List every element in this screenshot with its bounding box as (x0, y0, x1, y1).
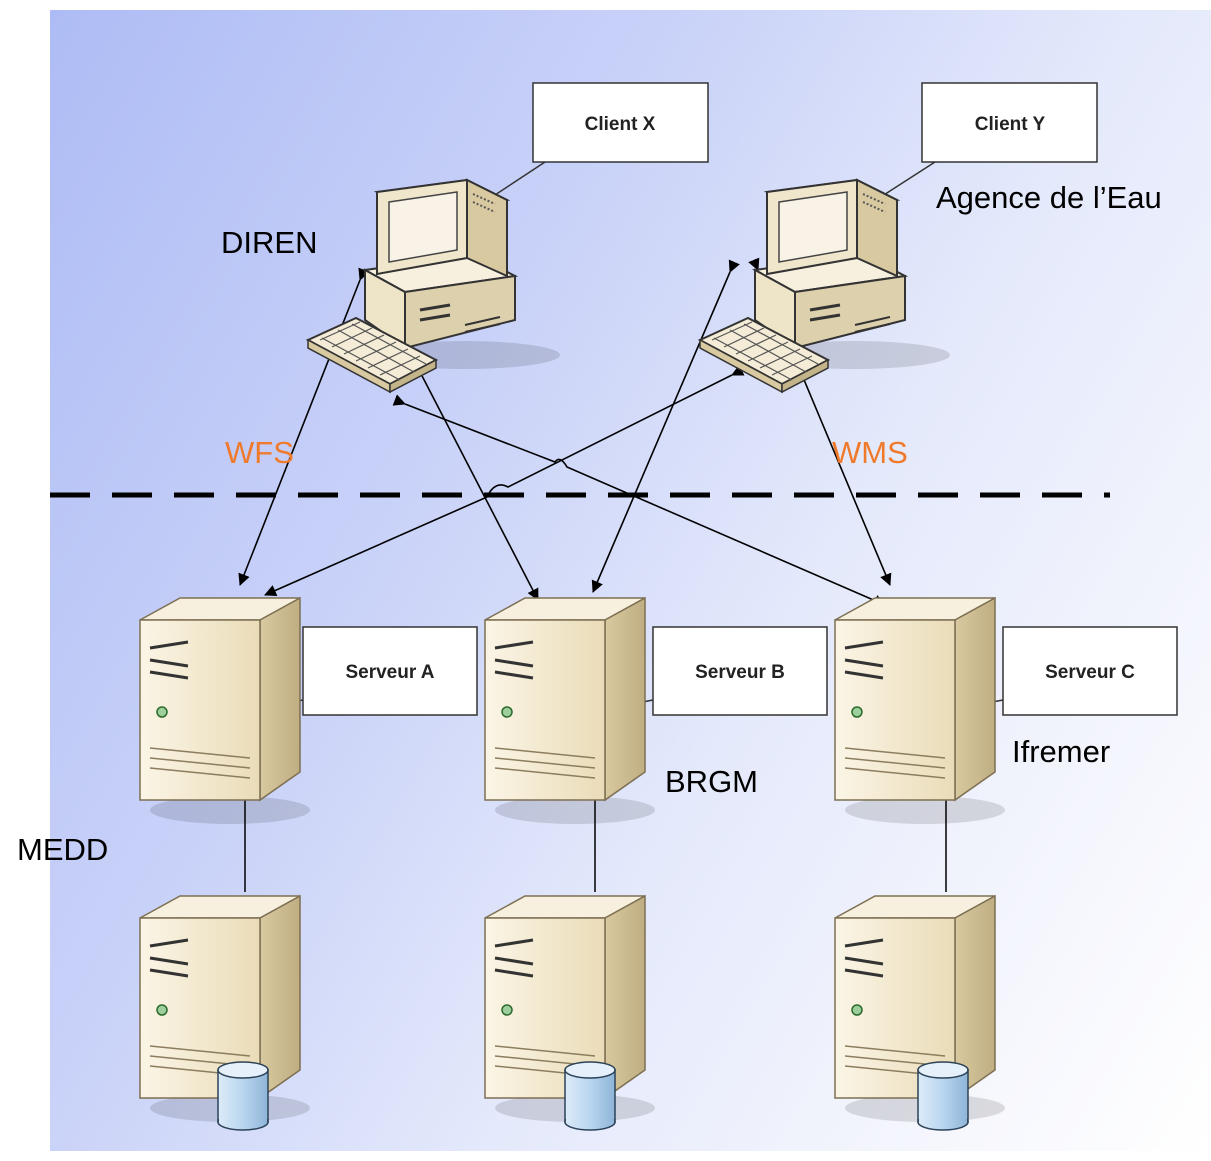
client-y-label: Client Y (975, 114, 1046, 135)
client-y-box[interactable]: Client Y (921, 82, 1098, 163)
server-b-label: Serveur B (695, 662, 785, 683)
agence-de-l-eau-label: Agence de l’Eau (936, 180, 1162, 215)
server-a-label: Serveur A (345, 662, 434, 683)
client-x-box[interactable]: Client X (532, 82, 709, 163)
arrow-diren-server-c (392, 394, 886, 607)
ifremer-label: Ifremer (1012, 734, 1110, 769)
server-c-icon[interactable] (833, 596, 1007, 826)
client-x-label: Client X (585, 114, 656, 135)
diren-label: DIREN (221, 225, 317, 260)
wms-protocol-label: WMS (832, 435, 908, 470)
medd-label: MEDD (17, 832, 108, 867)
server-c-label: Serveur C (1045, 662, 1135, 683)
brgm-label: BRGM (665, 764, 758, 799)
server-a-box[interactable]: Serveur A (302, 626, 478, 716)
arrow-agence-server-a (264, 364, 745, 597)
server-c-box[interactable]: Serveur C (1002, 626, 1178, 716)
server-a-icon[interactable] (138, 596, 312, 826)
server-b-icon[interactable] (483, 596, 657, 826)
server-b-box[interactable]: Serveur B (652, 626, 828, 716)
brgm-database-icon (564, 1061, 616, 1131)
arrow-agence-server-b (591, 259, 740, 593)
ifremer-database-icon (917, 1061, 969, 1131)
medd-database-icon (217, 1061, 269, 1131)
wfs-protocol-label: WFS (225, 435, 294, 470)
